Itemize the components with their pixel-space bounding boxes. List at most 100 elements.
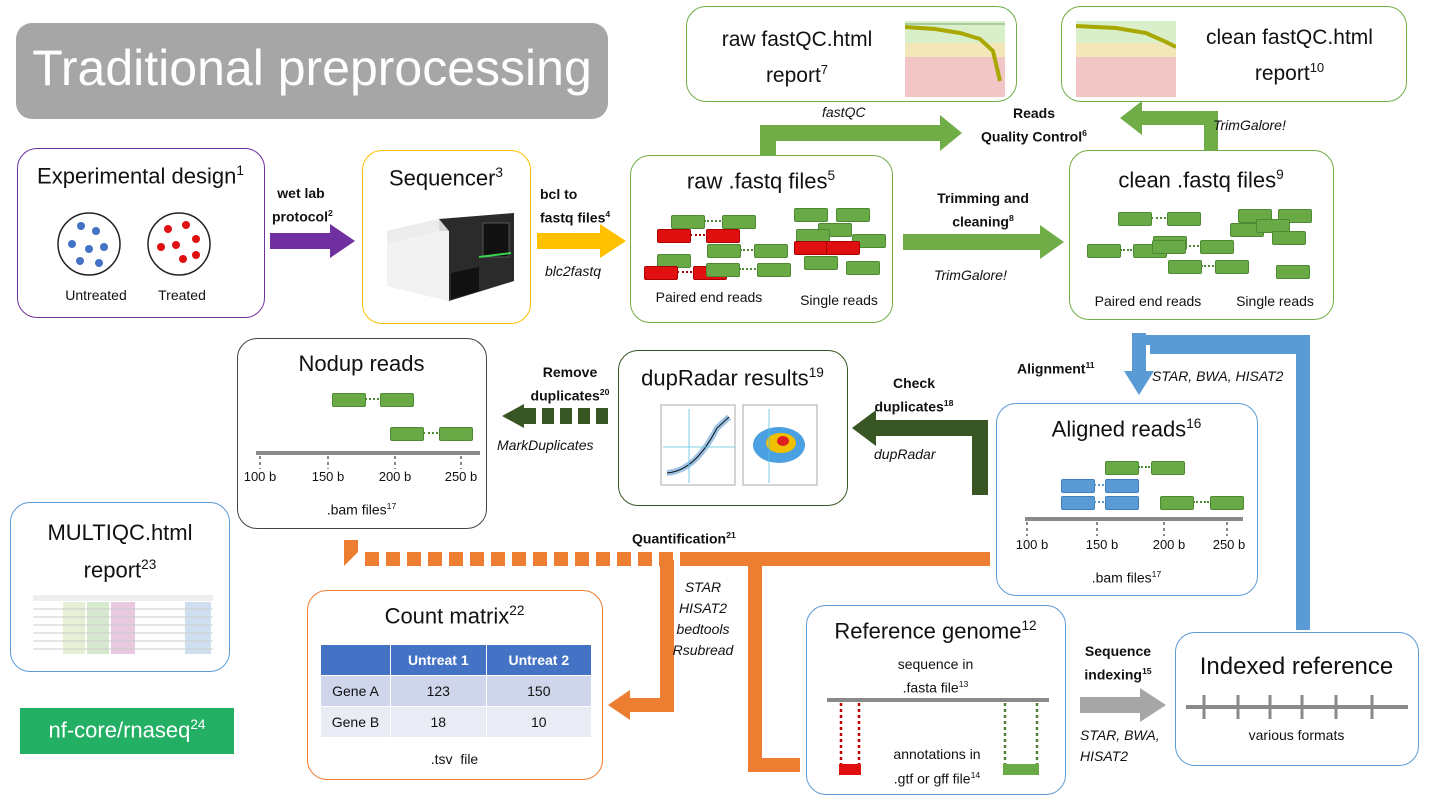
ref-22: 22 — [509, 603, 525, 618]
aligned-reads-box: Aligned reads16 100 b 150 b 200 b 250 b … — [996, 403, 1258, 596]
remove-duplicates-label: Remove duplicates20 — [520, 362, 620, 406]
ref-10: 10 — [1309, 60, 1325, 75]
indexing-line2: indexing — [1084, 666, 1142, 683]
ref-20: 20 — [599, 387, 610, 397]
bcl-line2: fastq files — [540, 209, 606, 226]
fastqc-plot-thumbnail — [905, 21, 1005, 97]
ref-21: 21 — [726, 530, 736, 540]
quant-line-ref-bottom — [748, 758, 800, 772]
ref-24: 24 — [190, 717, 206, 732]
quant-text: Quantification — [632, 530, 727, 547]
nodup-file-label: .bam files — [326, 501, 387, 518]
read — [1168, 260, 1202, 274]
dupradar-title: dupRadar results19 — [619, 365, 846, 391]
ref-9: 9 — [1276, 167, 1284, 182]
aligned-axis — [1025, 517, 1243, 536]
raw-fastqc-box: raw fastQC.html report7 — [686, 6, 1017, 102]
alignment-line-down — [1132, 333, 1146, 373]
trimming-label: Trimming and cleaning8 — [918, 188, 1048, 232]
wet-lab-arrow — [270, 224, 355, 258]
read — [657, 229, 691, 243]
ann-line1: annotations in — [893, 746, 981, 762]
raw-fastqc-text: raw fastQC.html report7 — [697, 25, 897, 91]
read — [1105, 496, 1139, 510]
read — [1272, 231, 1306, 245]
bcl-arrow — [537, 224, 626, 258]
read — [380, 393, 414, 407]
table-cell: Gene A — [320, 675, 391, 707]
aligned-file-label: .bam files — [1091, 569, 1152, 586]
reference-ann-text: annotations in .gtf or gff file14 — [872, 744, 1002, 790]
ref-5: 5 — [827, 168, 836, 183]
reference-seq-text: sequence in .fasta file13 — [807, 654, 1064, 698]
nodup-tick: 150 b — [311, 469, 345, 484]
table-header: Untreat 1 — [389, 644, 487, 676]
alignment-arrowhead — [1124, 371, 1154, 395]
table-row: Gene B 18 10 — [320, 706, 593, 738]
read-link — [1193, 501, 1209, 503]
count-matrix-title: Count matrix22 — [308, 603, 601, 629]
ref-16: 16 — [1186, 416, 1202, 431]
read — [1118, 212, 1152, 226]
remove-dup-line2: duplicates — [530, 387, 600, 404]
alignment-line-right — [1296, 340, 1310, 630]
ref-15: 15 — [1141, 666, 1152, 676]
read — [836, 208, 870, 222]
clean-fastq-box: clean .fastq files9 Paired end reads Sin… — [1069, 150, 1334, 320]
trimming-line2: cleaning — [952, 213, 1009, 230]
table-cell: 18 — [389, 706, 487, 738]
quant-tool: Rsubread — [672, 642, 734, 658]
read-link — [1151, 217, 1166, 219]
quant-tool: bedtools — [676, 621, 730, 637]
clean-fastqc-line1: clean fastQC.html — [1206, 26, 1373, 49]
raw-fastq-title: raw .fastq files5 — [631, 168, 891, 194]
trimming-tool: TrimGalore! — [934, 267, 1007, 283]
read — [439, 427, 473, 441]
reference-title: Reference genome12 — [807, 618, 1064, 644]
read — [1105, 461, 1139, 475]
fastqc-plot-thumbnail — [1076, 21, 1176, 97]
table-cell: 10 — [485, 706, 593, 738]
read — [1276, 265, 1310, 279]
nf-core-badge[interactable]: nf-core/rnaseq24 — [20, 708, 234, 754]
multiqc-box: MULTIQC.html report23 — [10, 502, 230, 672]
bcl-tool: blc2fastq — [545, 263, 602, 279]
quant-line-ref — [748, 560, 762, 770]
ann-line2: .gtf or gff file — [893, 770, 971, 787]
remove-duplicates-tool: MarkDuplicates — [497, 437, 594, 453]
clean-fastqc-text: clean fastQC.html report10 — [1182, 23, 1397, 89]
read-link — [739, 268, 756, 270]
read — [1061, 479, 1095, 493]
ref-14: 14 — [970, 770, 981, 780]
seq-line2: .fasta file — [902, 679, 959, 696]
trimming-arrow — [903, 225, 1064, 259]
ref-7: 7 — [820, 62, 829, 77]
multiqc-table-thumbnail — [33, 595, 213, 654]
table-cell: Gene B — [320, 706, 391, 738]
treated-label: Treated — [158, 287, 206, 303]
clean-fastq-label: clean .fastq files — [1118, 167, 1277, 193]
experimental-design-label: Experimental design — [37, 163, 237, 189]
read — [1215, 260, 1249, 274]
read — [332, 393, 366, 407]
table-row: Gene A 123 150 — [320, 675, 593, 707]
ref-11: 11 — [1085, 360, 1095, 370]
reference-genome-graphic — [827, 698, 1049, 775]
alignment-text: Alignment — [1017, 360, 1086, 377]
read-link — [1201, 265, 1214, 267]
aligned-label: Aligned reads — [1051, 416, 1187, 442]
wet-lab-label: wet lab protocol2 — [272, 183, 333, 227]
check-duplicates-label: Check duplicates18 — [864, 373, 964, 417]
aligned-file: .bam files17 — [997, 569, 1256, 586]
multiqc-line2: report — [83, 557, 142, 583]
read — [671, 215, 705, 229]
indexing-tool: HISAT2 — [1080, 748, 1128, 764]
ref-4: 4 — [605, 209, 611, 219]
read-link — [423, 432, 438, 434]
read — [757, 263, 791, 277]
read-link — [1185, 245, 1199, 247]
table-header-row: Untreat 1 Untreat 2 — [320, 644, 593, 676]
read — [754, 244, 788, 258]
ref-12: 12 — [1021, 618, 1037, 633]
